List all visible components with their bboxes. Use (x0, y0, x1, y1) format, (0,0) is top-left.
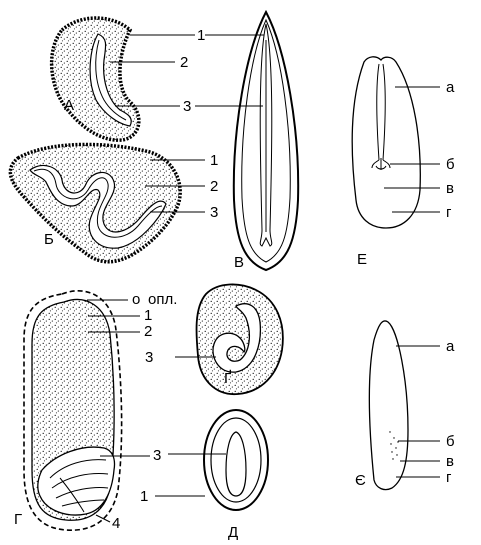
panel-g2: 3 Ґ (145, 283, 284, 395)
label-e-v: в (446, 180, 454, 197)
label-ye-b: б (446, 433, 455, 450)
label-g-o: о (132, 291, 140, 308)
panel-v: В (195, 9, 300, 272)
label-g-opl: опл. (148, 291, 177, 308)
label-b-1: 1 (210, 152, 218, 169)
label-a-2: 2 (180, 54, 188, 71)
panel-g2-letter: Ґ (224, 370, 231, 387)
panel-b-letter: Б (44, 231, 54, 248)
panel-d: 1 Д (140, 409, 269, 541)
panel-a: 1 2 3 А (50, 16, 205, 142)
panel-d-letter: Д (228, 524, 238, 541)
seed-v-inner (241, 18, 291, 263)
label-g-4: 4 (112, 515, 120, 532)
label-g2-3: 3 (145, 349, 153, 366)
panel-v-letter: В (234, 254, 244, 271)
panel-e-letter: Е (357, 251, 367, 268)
panel-g: о опл. 1 2 3 4 Г (14, 290, 177, 532)
seed-d-inner (210, 417, 262, 503)
label-ye-a: а (446, 338, 455, 355)
label-e-g: г (446, 204, 452, 221)
label-a-3: 3 (183, 98, 191, 115)
embryo-g2 (212, 303, 262, 373)
embryo-b (29, 165, 167, 249)
label-g-1: 1 (144, 307, 152, 324)
label-g-3: 3 (153, 447, 161, 464)
seed-ye-outline (368, 320, 409, 491)
embryo-d (225, 431, 247, 497)
embryo-ye-dots (389, 431, 399, 460)
panel-b: 1 2 3 Б (8, 142, 218, 264)
label-ye-v: в (446, 453, 454, 470)
panel-ye-letter: Є (355, 472, 366, 489)
label-b-3: 3 (210, 204, 218, 221)
label-ye-g: г (446, 469, 452, 486)
label-a-1: 1 (197, 27, 205, 44)
embryo-a (89, 33, 132, 127)
panel-e: а б в г Е (351, 56, 455, 268)
label-e-a: а (446, 79, 455, 96)
label-d-1: 1 (140, 488, 148, 505)
seed-e-outline (351, 56, 421, 229)
seed-g-pericarp (23, 290, 123, 531)
label-b-2: 2 (210, 178, 218, 195)
panel-ye: а б в г Є (355, 320, 455, 491)
label-e-b: б (446, 156, 455, 173)
label-g-2: 2 (144, 323, 152, 340)
panel-a-letter: А (64, 97, 74, 114)
panel-g-letter: Г (14, 511, 22, 528)
